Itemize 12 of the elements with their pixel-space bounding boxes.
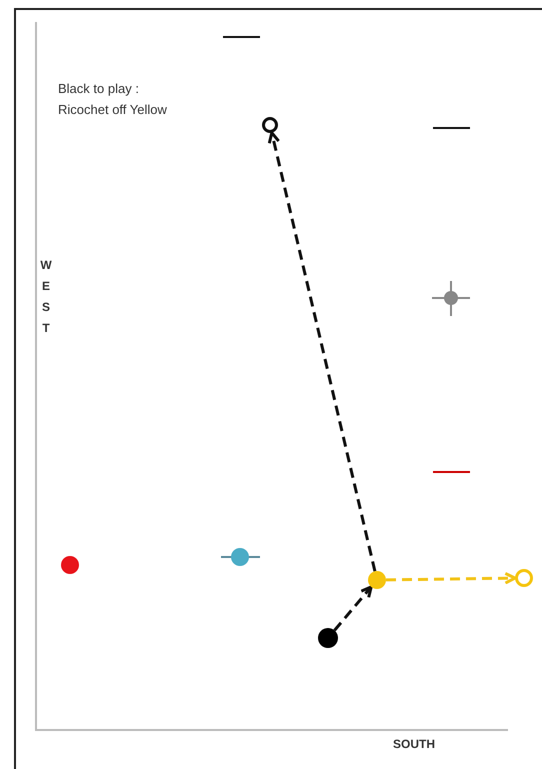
target-circle bbox=[262, 117, 278, 133]
ball bbox=[368, 571, 386, 589]
ball bbox=[318, 628, 338, 648]
note: Black to play : Ricochet off Yellow bbox=[58, 80, 168, 119]
arrow bbox=[386, 572, 516, 585]
ball bbox=[61, 556, 79, 574]
side-label: SOUTH bbox=[393, 737, 436, 751]
arrow bbox=[333, 585, 373, 632]
ball bbox=[231, 548, 249, 566]
arrow bbox=[268, 131, 376, 572]
target-circle bbox=[515, 569, 533, 587]
side-label: WEST bbox=[40, 257, 52, 337]
